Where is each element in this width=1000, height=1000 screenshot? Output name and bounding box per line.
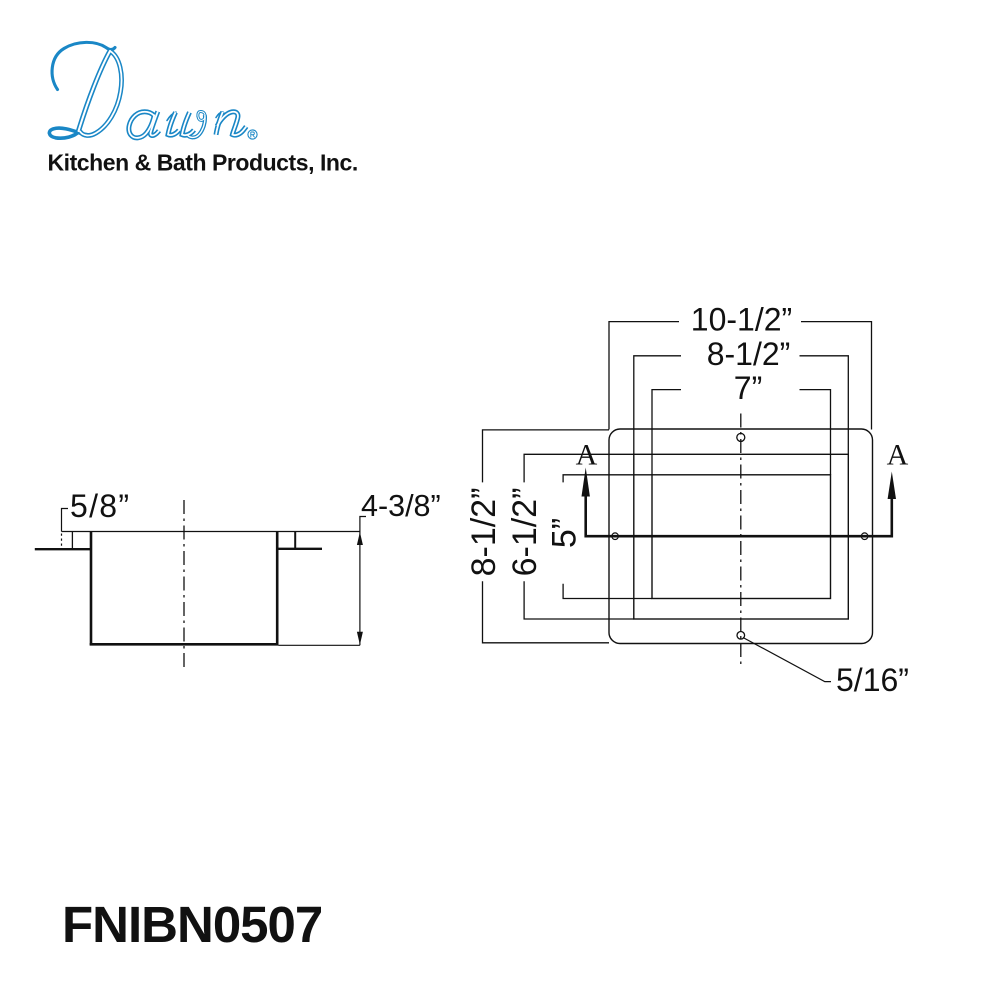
svg-text:4-3/8”: 4-3/8”	[361, 489, 441, 523]
svg-text:5”: 5”	[546, 518, 584, 548]
svg-text:8-1/2”: 8-1/2”	[465, 488, 503, 577]
svg-text:FNIBN0507: FNIBN0507	[62, 896, 322, 953]
svg-text:8-1/2”: 8-1/2”	[707, 336, 791, 372]
svg-text:A: A	[887, 439, 909, 472]
svg-text:A: A	[576, 439, 598, 472]
svg-text:6-1/2”: 6-1/2”	[506, 488, 544, 577]
svg-text:5/8”: 5/8”	[70, 488, 130, 524]
svg-text:Kitchen & Bath Products, Inc.: Kitchen & Bath Products, Inc.	[48, 150, 358, 176]
svg-text:7”: 7”	[734, 370, 762, 406]
svg-text:10-1/2”: 10-1/2”	[691, 302, 792, 338]
svg-text:5/16”: 5/16”	[836, 662, 909, 698]
